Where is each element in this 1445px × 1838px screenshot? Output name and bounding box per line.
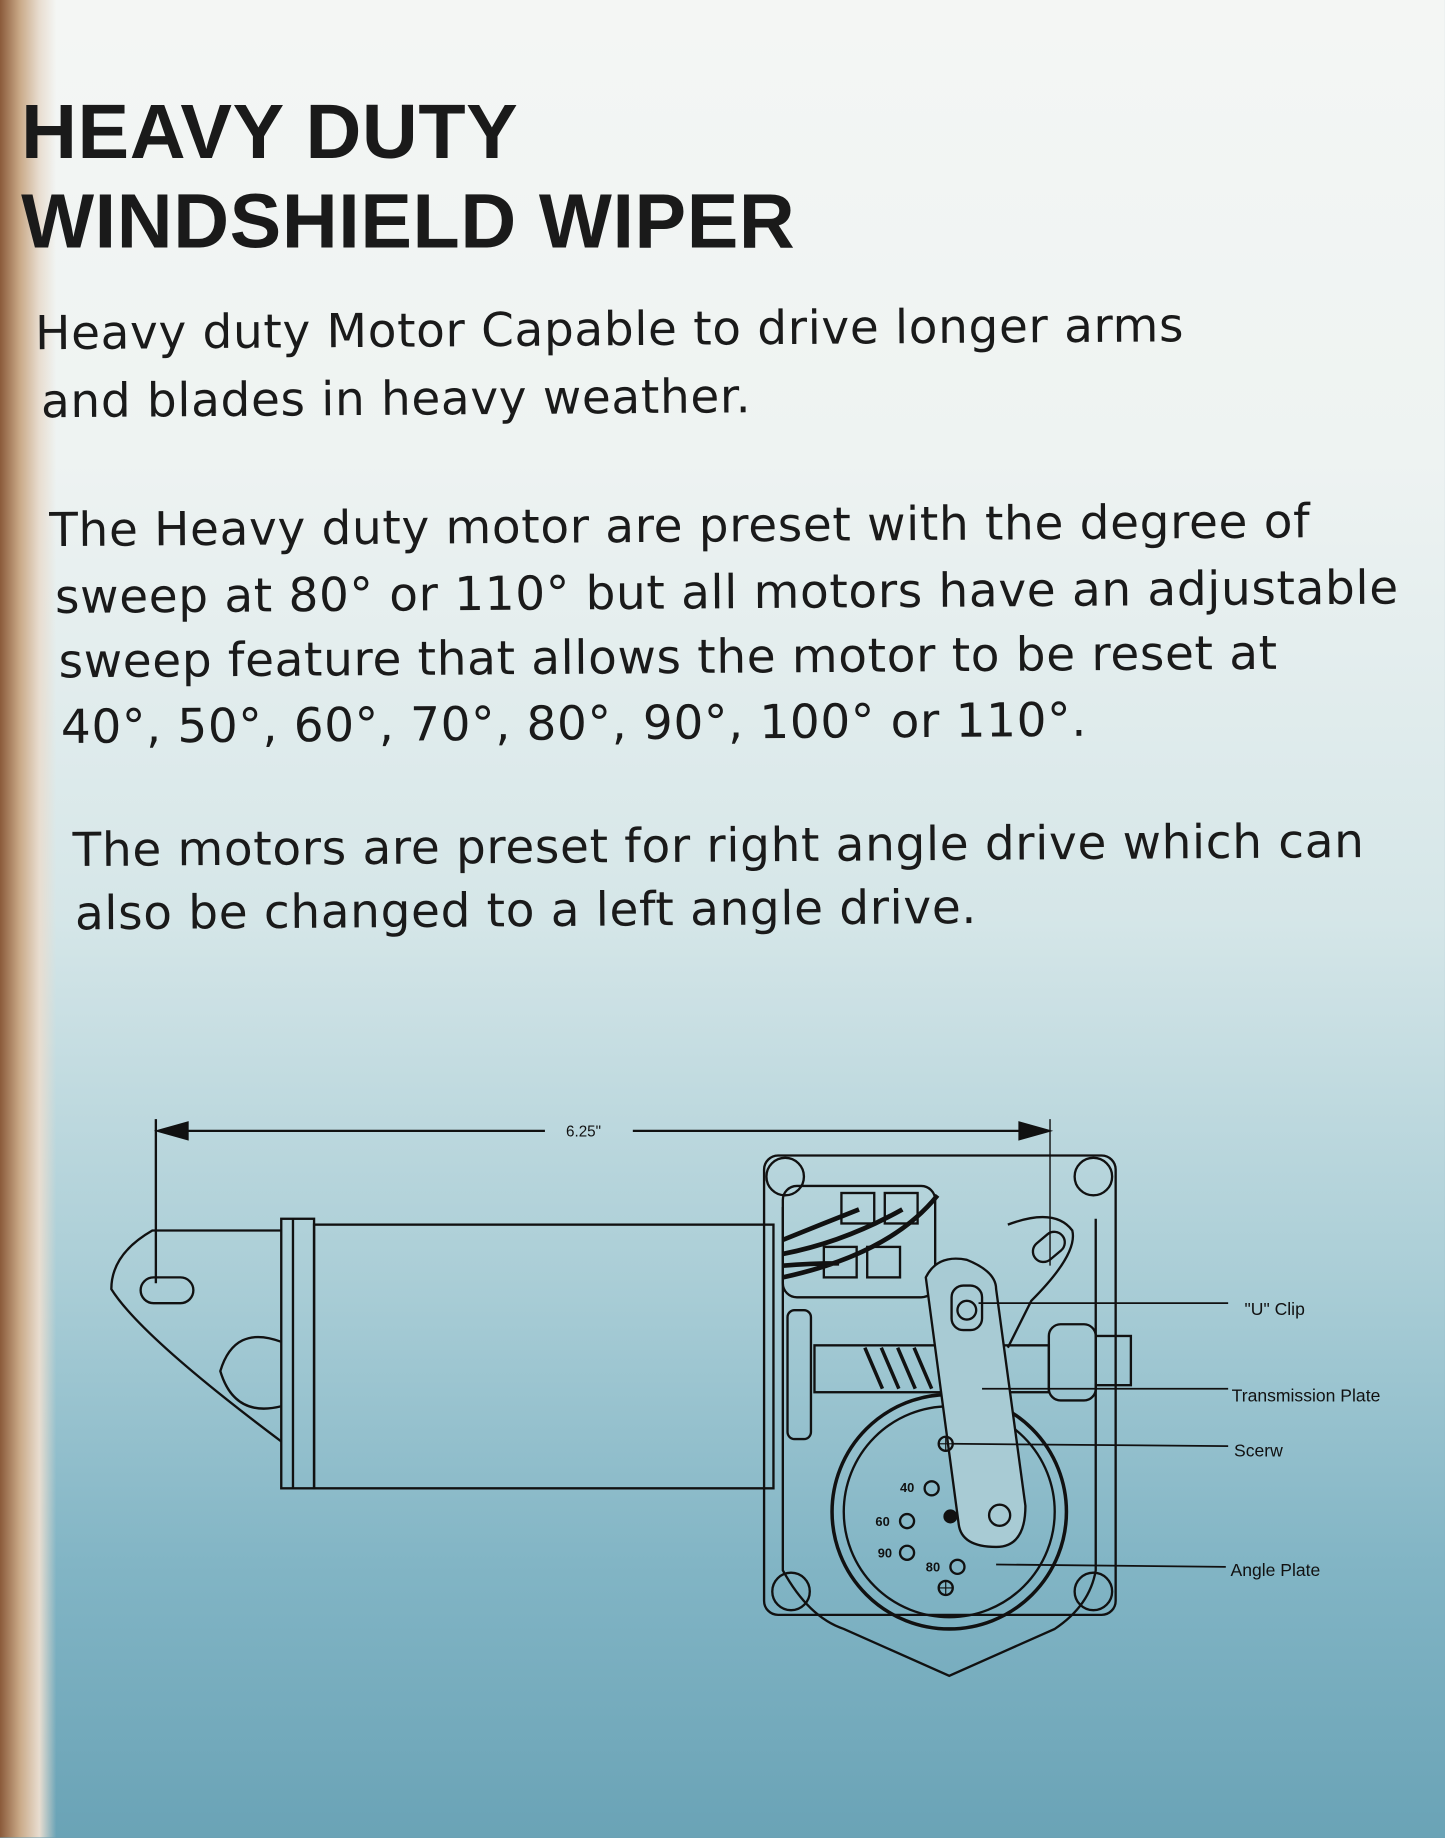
label-screw: Scerw (1234, 1441, 1283, 1461)
gearbox (762, 1154, 1133, 1678)
angle-60: 60 (875, 1514, 889, 1529)
mounting-ear (110, 1229, 282, 1443)
label-transmission-plate: Transmission Plate (1232, 1386, 1381, 1406)
label-angle-plate: Angle Plate (1230, 1560, 1320, 1580)
angle-40: 40 (900, 1480, 914, 1495)
motor-flange (280, 1217, 316, 1490)
label-u-clip: "U" Clip (1245, 1299, 1306, 1319)
angle-90: 90 (878, 1545, 892, 1560)
angle-80: 80 (926, 1560, 940, 1575)
cardboard-edge (0, 0, 57, 1838)
motor-body (312, 1223, 775, 1490)
mounting-slot (139, 1276, 195, 1305)
title-line-1: HEAVY DUTY (21, 87, 519, 175)
title-line-2: WINDSHIELD WIPER (21, 176, 796, 264)
dimension-line (153, 1119, 1054, 1284)
dimension-label: 6.25" (566, 1124, 601, 1141)
